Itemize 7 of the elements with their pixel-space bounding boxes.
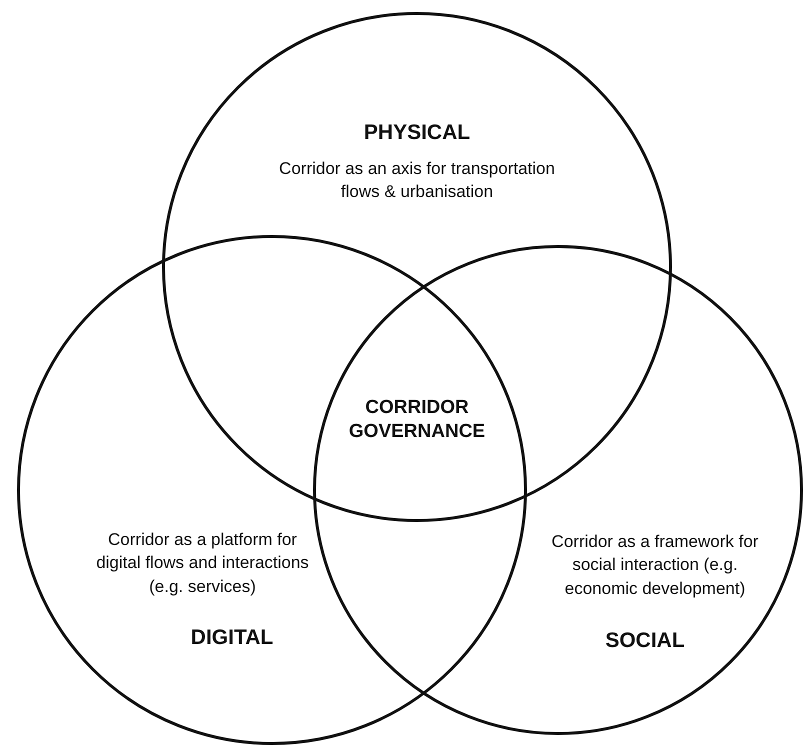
circle-description: Corridor as a framework for social interaction (e.g. economic development) (550, 531, 760, 600)
circle-title: PHYSICAL (362, 120, 472, 146)
circle-description: Corridor as a platform for digital flows and interactions (e.g. services) (95, 529, 310, 598)
circle-description: Corridor as an axis for transportation flows & urbanisation (278, 158, 556, 204)
center-label: CORRIDOR GOVERNANCE (348, 396, 486, 444)
circle-title: SOCIAL (604, 628, 686, 654)
circle-title: DIGITAL (190, 625, 274, 651)
